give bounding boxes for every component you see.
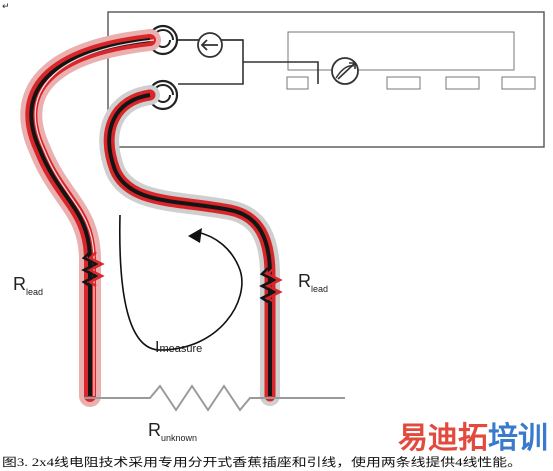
left-lead-resistor <box>81 251 99 288</box>
arrowhead-icon <box>188 228 202 243</box>
panel-key-1 <box>286 76 309 90</box>
r-lead-left-label: Rlead <box>13 274 43 297</box>
i-measure-label: Imeasure <box>155 339 202 356</box>
watermark: 易迪拓培训 <box>398 421 548 455</box>
instrument-outline <box>107 11 545 148</box>
unknown-resistor <box>84 384 345 412</box>
current-source-icon <box>197 32 223 58</box>
r-lead-right-label: Rlead <box>298 271 328 294</box>
corner-mark: ↵ <box>2 1 10 11</box>
voltmeter-icon <box>331 57 359 85</box>
right-lead-resistor <box>259 267 277 304</box>
current-loop-arrow <box>118 214 243 351</box>
r-unknown-label: Runknown <box>148 420 197 443</box>
instrument-panel <box>107 11 545 148</box>
figure-caption: 图3. 2x4线电阻技术采用专用分开式香蕉插座和引线，使用两条线提供4线性能。 <box>2 455 522 469</box>
left-lead-cable <box>20 29 161 407</box>
panel-key-4 <box>501 76 536 90</box>
panel-key-2 <box>386 76 421 90</box>
display-window <box>287 31 515 71</box>
right-lead-cable <box>99 85 283 406</box>
panel-key-3 <box>445 76 480 90</box>
